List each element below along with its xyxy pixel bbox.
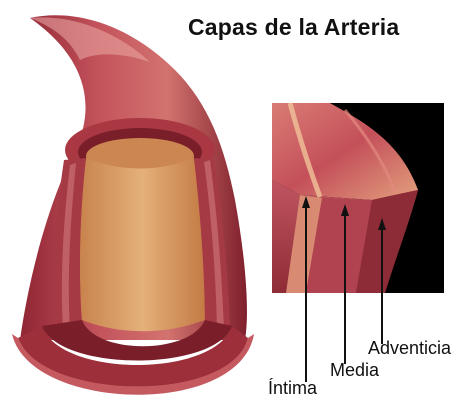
artery-lumen <box>80 158 205 331</box>
label-media: Media <box>330 360 379 381</box>
label-intima: Íntima <box>268 378 317 399</box>
label-adventicia: Adventicia <box>368 338 451 359</box>
